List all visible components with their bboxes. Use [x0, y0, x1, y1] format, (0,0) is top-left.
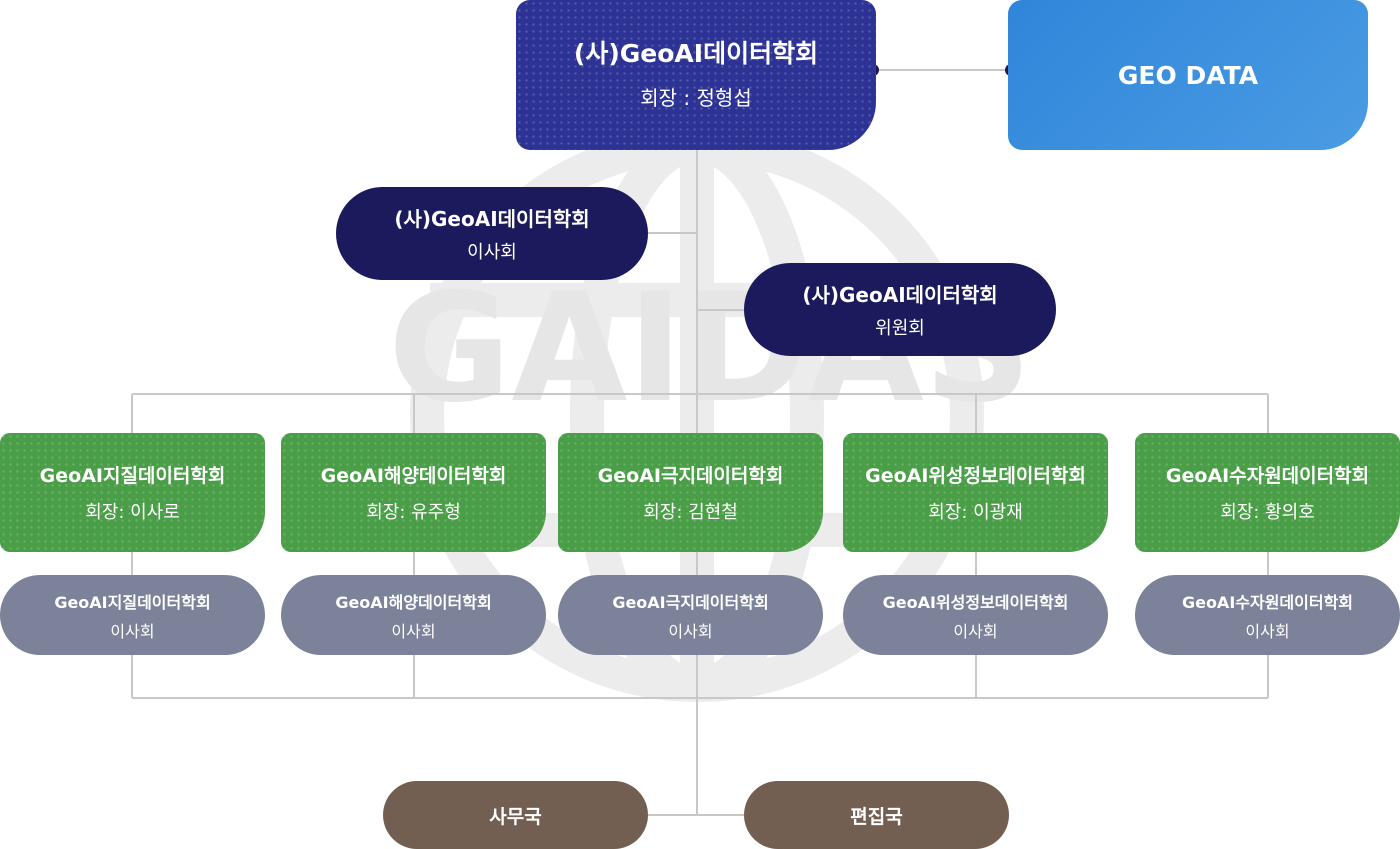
sub-society-president: 회장: 황의호 [1220, 502, 1315, 523]
sub-board-name: GeoAI극지데이터학회 [612, 592, 769, 612]
sub-board-label: 이사회 [110, 621, 155, 641]
sub-board-label: 이사회 [668, 621, 713, 641]
sub-board-label: 이사회 [391, 621, 436, 641]
sub-board-satellite: GeoAI위성정보데이터학회 이사회 [843, 575, 1108, 655]
geo-data-title: GEO DATA [1117, 60, 1259, 90]
secretariat-label: 사무국 [489, 805, 542, 828]
sub-board-name: GeoAI해양데이터학회 [335, 592, 492, 612]
sub-board-name: GeoAI위성정보데이터학회 [882, 592, 1069, 612]
sub-society-name: GeoAI수자원데이터학회 [1165, 465, 1370, 487]
sub-board-label: 이사회 [1245, 621, 1290, 641]
sub-society-name: GeoAI해양데이터학회 [320, 465, 507, 487]
sub-board-ocean: GeoAI해양데이터학회 이사회 [281, 575, 546, 655]
geo-data-box: GEO DATA [1008, 0, 1368, 150]
editorial-office-label: 편집국 [850, 805, 903, 828]
sub-society-name: GeoAI극지데이터학회 [597, 465, 784, 487]
society-president: 회장 : 정형섭 [640, 85, 752, 110]
society-main-title: (사)GeoAI데이터학회 [573, 38, 819, 68]
editorial-office-box: 편집국 [744, 781, 1009, 849]
committee-box: (사)GeoAI데이터학회 위원회 [744, 263, 1056, 356]
sub-society-water: GeoAI수자원데이터학회 회장: 황의호 [1135, 433, 1400, 552]
sub-society-name: GeoAI지질데이터학회 [39, 465, 226, 487]
committee-title: (사)GeoAI데이터학회 [802, 283, 998, 307]
board-subtitle: 이사회 [467, 242, 517, 263]
secretariat-box: 사무국 [383, 781, 648, 849]
sub-society-president: 회장: 김현철 [643, 502, 738, 523]
sub-board-label: 이사회 [953, 621, 998, 641]
sub-society-satellite: GeoAI위성정보데이터학회 회장: 이광재 [843, 433, 1108, 552]
sub-society-ocean: GeoAI해양데이터학회 회장: 유주형 [281, 433, 546, 552]
sub-society-polar: GeoAI극지데이터학회 회장: 김현철 [558, 433, 823, 552]
sub-society-president: 회장: 이광재 [928, 502, 1023, 523]
committee-subtitle: 위원회 [875, 318, 925, 339]
sub-board-name: GeoAI수자원데이터학회 [1181, 592, 1354, 612]
sub-society-geology: GeoAI지질데이터학회 회장: 이사로 [0, 433, 265, 552]
sub-board-geology: GeoAI지질데이터학회 이사회 [0, 575, 265, 655]
sub-board-water: GeoAI수자원데이터학회 이사회 [1135, 575, 1400, 655]
sub-society-president: 회장: 이사로 [85, 502, 180, 523]
board-box: (사)GeoAI데이터학회 이사회 [336, 187, 648, 280]
sub-board-name: GeoAI지질데이터학회 [54, 592, 211, 612]
sub-society-name: GeoAI위성정보데이터학회 [865, 465, 1086, 487]
sub-board-polar: GeoAI극지데이터학회 이사회 [558, 575, 823, 655]
sub-society-president: 회장: 유주형 [366, 502, 461, 523]
board-title: (사)GeoAI데이터학회 [394, 207, 590, 231]
society-main-box: (사)GeoAI데이터학회 회장 : 정형섭 [516, 0, 876, 150]
